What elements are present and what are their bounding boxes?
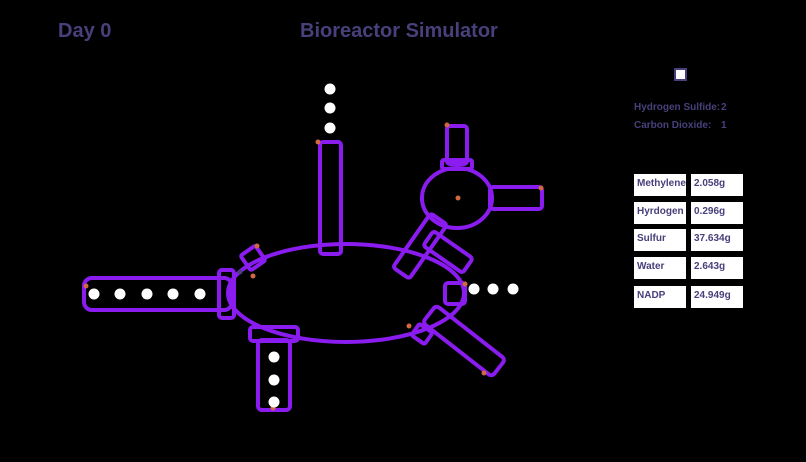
compound-amount-methylene: 2.058g xyxy=(691,174,743,196)
compound-amount-hydrogen: 0.296g xyxy=(691,202,743,224)
sensor-dot xyxy=(406,323,412,329)
secondary-top-pipe xyxy=(445,124,469,166)
particle xyxy=(324,83,336,95)
particle xyxy=(167,288,179,300)
sensor-dot xyxy=(250,273,256,279)
upper-right-pipe xyxy=(392,212,448,280)
top-pipe xyxy=(318,140,343,256)
compound-name-methylene: Methylene xyxy=(634,174,686,196)
particle xyxy=(487,283,499,295)
particle xyxy=(324,102,336,114)
particles xyxy=(88,83,519,408)
gas-value: 1 xyxy=(721,120,727,131)
particle xyxy=(88,288,100,300)
particle xyxy=(468,283,480,295)
sensor-dot xyxy=(481,370,487,376)
right-port xyxy=(443,281,467,306)
sensor-dot xyxy=(83,283,89,289)
sensor-dot xyxy=(444,122,450,128)
particle xyxy=(324,122,336,134)
valve-lower-right xyxy=(410,322,434,346)
particle xyxy=(114,288,126,300)
valve-upper-left xyxy=(239,244,267,272)
compound-amount-sulfur: 37.634g xyxy=(691,229,743,251)
sensor-dot xyxy=(462,281,468,287)
particle xyxy=(268,396,280,408)
secondary-top-flange xyxy=(440,158,474,171)
sensor-dots xyxy=(83,122,544,411)
sensor-dot xyxy=(237,269,243,275)
sensor-dot xyxy=(254,243,260,249)
secondary-right-pipe xyxy=(488,185,544,211)
particle xyxy=(268,374,280,386)
gas-label: Hydrogen Sulfide: xyxy=(634,102,721,113)
inlet-flange-left xyxy=(217,268,236,320)
gas-label: Carbon Dioxide: xyxy=(634,120,712,131)
sensor-dot xyxy=(455,195,461,201)
page-title: Bioreactor Simulator xyxy=(300,20,498,42)
sensor-dot xyxy=(538,185,544,191)
lower-right-pipe xyxy=(422,304,506,378)
gas-row-carbon-dioxide: Carbon Dioxide: 1 xyxy=(634,120,727,131)
compound-name-water: Water xyxy=(634,257,686,279)
gas-row-hydrogen-sulfide: Hydrogen Sulfide: 2 xyxy=(634,102,727,113)
inlet-pipe-left xyxy=(82,276,234,312)
compound-name-hydrogen: Hyrdogen xyxy=(634,202,686,224)
upper-right-flange xyxy=(422,230,474,274)
toggle-checkbox[interactable] xyxy=(674,68,687,81)
day-counter: Day 0 xyxy=(58,20,112,42)
particle xyxy=(507,283,519,295)
sensor-dot xyxy=(315,139,321,145)
particle xyxy=(194,288,206,300)
compound-amount-nadp: 24.949g xyxy=(691,286,743,308)
particle xyxy=(268,351,280,363)
gas-value: 2 xyxy=(721,102,727,113)
compound-name-sulfur: Sulfur xyxy=(634,229,686,251)
particle xyxy=(141,288,153,300)
compound-amount-water: 2.643g xyxy=(691,257,743,279)
compound-name-nadp: NADP xyxy=(634,286,686,308)
